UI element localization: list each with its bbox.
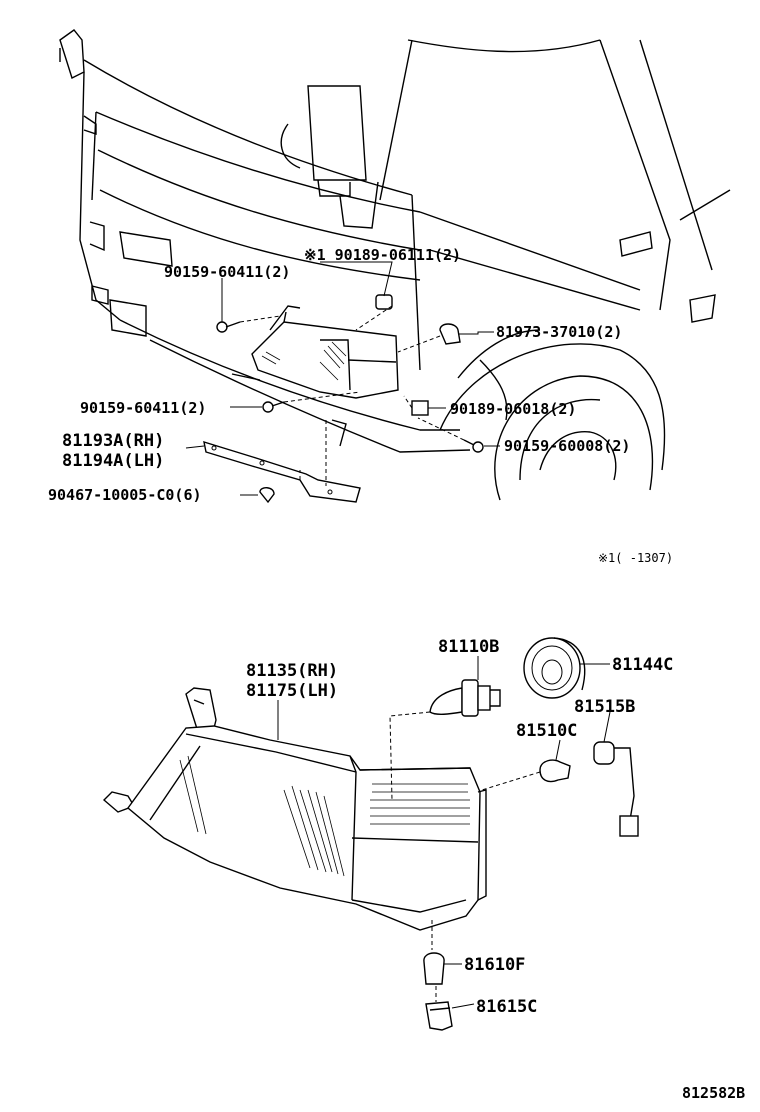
- upper-leader-lines: [185, 261, 500, 496]
- screw-side-icon: [463, 439, 484, 453]
- label-socket-turn: 81615C: [476, 997, 537, 1017]
- label-clip-top: ※1 90189-06111(2): [304, 246, 461, 264]
- label-cover: 81144C: [612, 655, 673, 675]
- screw-lower-icon: [262, 401, 285, 413]
- label-screw-upper: 90159-60411(2): [164, 263, 290, 281]
- corner-lamp-upper: [251, 305, 399, 399]
- turn-socket-icon: [425, 1001, 453, 1031]
- label-lamp-rh: 81135(RH): [246, 661, 338, 681]
- lower-leader-lines: [277, 656, 611, 1009]
- label-socket-side: 81515B: [574, 697, 635, 717]
- side-bulb-icon: [539, 759, 571, 783]
- vehicle-cab-illustration: [59, 29, 731, 501]
- clip-top-icon: [375, 294, 393, 310]
- diagram-id: 812582B: [682, 1084, 745, 1102]
- label-bracket-rh: 81193A(RH): [62, 431, 164, 451]
- label-bulb-side: 81510C: [516, 721, 577, 741]
- bracket-icon: [203, 440, 361, 503]
- label-screw-side: 90159-60008(2): [504, 437, 630, 455]
- label-nut: 90189-06018(2): [450, 400, 576, 418]
- screw-upper-icon: [216, 321, 241, 333]
- rubber-cover-icon: [523, 637, 586, 699]
- note-serial-range: ※1( -1307): [598, 551, 673, 565]
- side-socket-icon: [593, 741, 639, 837]
- label-bracket-lh: 81194A(LH): [62, 451, 164, 471]
- headlamp-assembly: [102, 687, 487, 931]
- grommet-icon: [439, 323, 461, 345]
- nut-icon: [411, 400, 429, 416]
- label-screw-lower: 90159-60411(2): [80, 399, 206, 417]
- turn-bulb-icon: [423, 952, 445, 985]
- label-bulb-head: 81110B: [438, 637, 499, 657]
- label-clip-bottom: 90467-10005-C0(6): [48, 486, 202, 504]
- clip-bottom-icon: [259, 487, 275, 504]
- headlamp-bulb-icon: [429, 679, 501, 717]
- label-grommet: 81973-37010(2): [496, 323, 622, 341]
- label-bulb-turn: 81610F: [464, 955, 525, 975]
- label-lamp-lh: 81175(LH): [246, 681, 338, 701]
